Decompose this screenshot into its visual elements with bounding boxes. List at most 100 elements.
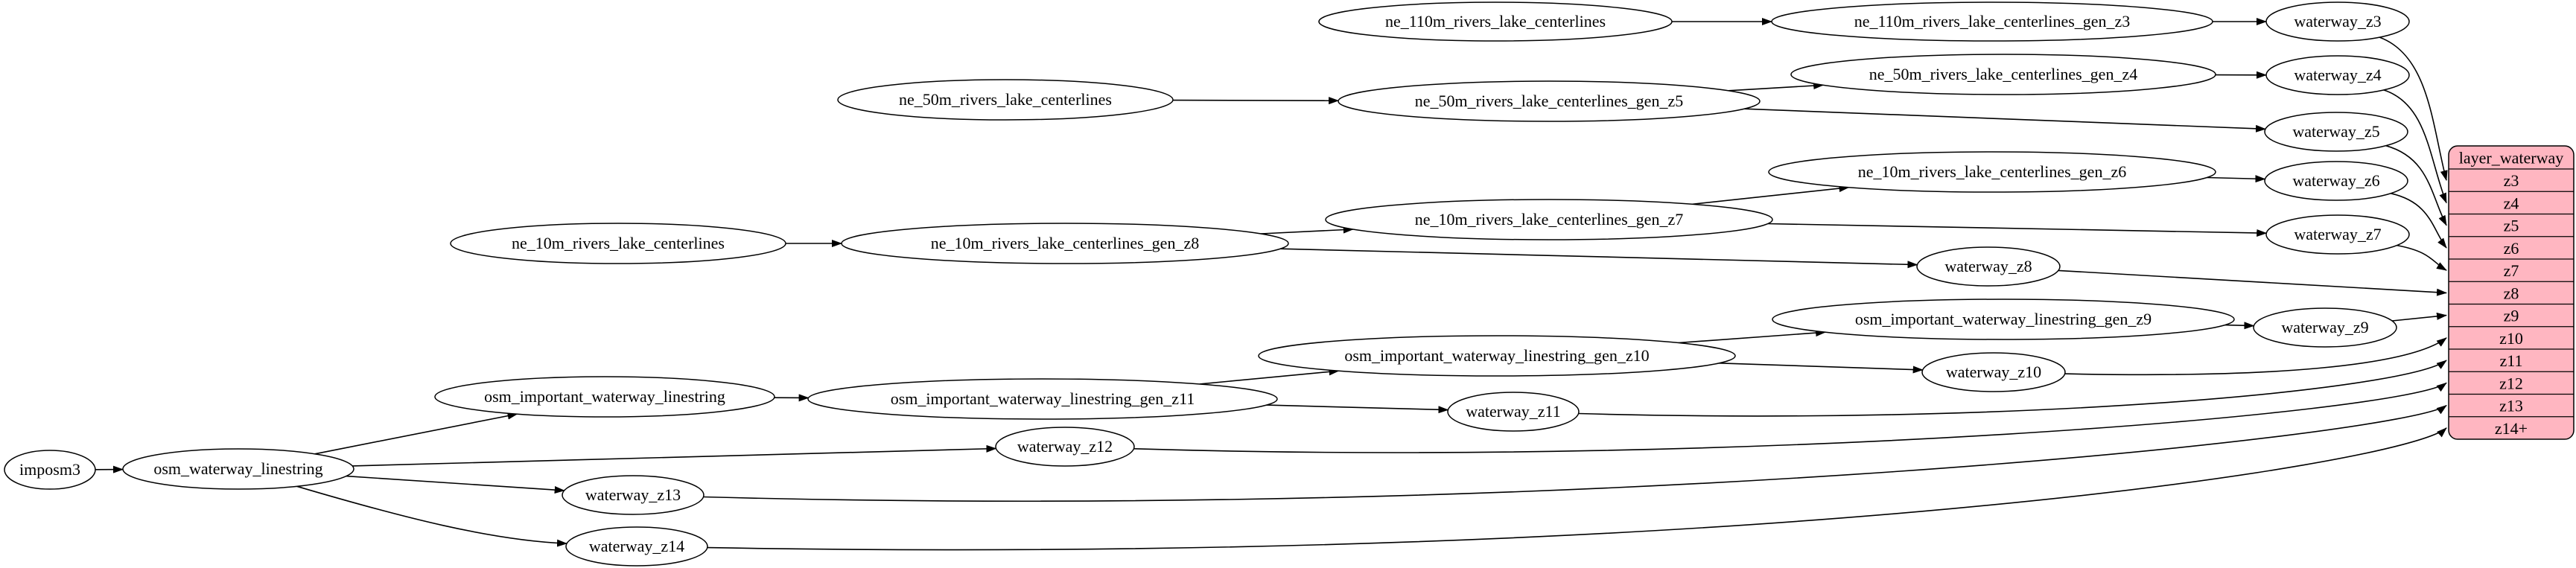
node-label-ne_10m_rivers_lake_centerlines: ne_10m_rivers_lake_centerlines — [512, 234, 725, 252]
node-waterway_z8: waterway_z8 — [1916, 246, 2061, 287]
node-ellipse-waterway_z10 — [1921, 352, 2066, 392]
node-label-waterway_z9: waterway_z9 — [2281, 318, 2368, 336]
node-osm_waterway_linestring: osm_waterway_linestring — [122, 448, 354, 490]
node-label-waterway_z3: waterway_z3 — [2294, 12, 2381, 31]
node-ne_10m_rivers_lake_centerlines_gen_z8: ne_10m_rivers_lake_centerlines_gen_z8 — [841, 223, 1289, 264]
node-waterway_z3: waterway_z3 — [2265, 1, 2410, 42]
node-label-waterway_z12: waterway_z12 — [1017, 437, 1113, 456]
table-row-z3: z3 — [2504, 171, 2519, 190]
node-ellipse-ne_110m_rivers_lake_centerlines_gen_z3 — [1771, 1, 2213, 42]
edge-ne_10m_rivers_lake_centerlines_gen_z6-to-waterway_z6 — [2207, 175, 2266, 183]
node-waterway_z6: waterway_z6 — [2264, 161, 2408, 201]
node-label-osm_waterway_linestring: osm_waterway_linestring — [153, 459, 322, 478]
node-ellipse-waterway_z4 — [2265, 55, 2410, 95]
edge-waterway_z5-to-layer_waterway:z5 — [2385, 144, 2447, 226]
node-label-ne_50m_rivers_lake_centerlines_gen_z5: ne_50m_rivers_lake_centerlines_gen_z5 — [1415, 92, 1683, 110]
table-row-z6: z6 — [2504, 239, 2519, 258]
edge-ne_10m_rivers_lake_centerlines_gen_z7-to-ne_10m_rivers_lake_centerlines_gen_z6 — [1692, 185, 1850, 205]
node-ellipse-osm_important_waterway_linestring_gen_z11 — [807, 378, 1278, 420]
edge-osm_important_waterway_linestring_gen_z9-to-waterway_z9 — [2224, 322, 2255, 330]
node-ellipse-osm_waterway_linestring — [122, 448, 354, 490]
table-layer-waterway: layer_waterwayz3z4z5z6z7z8z9z10z11z12z13… — [2448, 145, 2575, 440]
node-ellipse-waterway_z12 — [995, 427, 1135, 467]
node-label-ne_110m_rivers_lake_centerlines_gen_z3: ne_110m_rivers_lake_centerlines_gen_z3 — [1854, 12, 2131, 31]
node-label-waterway_z10: waterway_z10 — [1946, 363, 2041, 381]
node-ellipse-waterway_z11 — [1447, 392, 1580, 432]
node-label-ne_10m_rivers_lake_centerlines_gen_z7: ne_10m_rivers_lake_centerlines_gen_z7 — [1415, 210, 1683, 229]
table-row-z14+: z14+ — [2495, 419, 2528, 438]
edge-waterway_z10-to-layer_waterway:z10 — [2064, 337, 2447, 376]
node-label-imposm3: imposm3 — [19, 460, 80, 479]
node-layer: imposm3 osm_waterway_linestring osm_import… — [4, 1, 2410, 567]
node-label-waterway_z7: waterway_z7 — [2294, 225, 2381, 243]
table-row-z12: z12 — [2499, 374, 2523, 392]
table-row-z5: z5 — [2504, 217, 2519, 235]
edge-ne_10m_rivers_lake_centerlines_gen_z8-to-ne_10m_rivers_lake_centerlines_gen_z7 — [1261, 226, 1354, 234]
edge-ne_10m_rivers_lake_centerlines_gen_z7-to-waterway_z7 — [1767, 223, 2268, 237]
node-ne_10m_rivers_lake_centerlines: ne_10m_rivers_lake_centerlines — [450, 223, 786, 264]
edge-osm_waterway_linestring-to-waterway_z14 — [296, 485, 567, 547]
node-waterway_z14: waterway_z14 — [565, 526, 708, 567]
node-label-ne_50m_rivers_lake_centerlines_gen_z4: ne_50m_rivers_lake_centerlines_gen_z4 — [1869, 65, 2137, 83]
node-osm_important_waterway_linestring_gen_z9: osm_important_waterway_linestring_gen_z9 — [1772, 299, 2235, 340]
table-row-z13: z13 — [2499, 397, 2523, 415]
edge-waterway_z6-to-layer_waterway:z6 — [2391, 193, 2447, 249]
table-row-z8: z8 — [2504, 284, 2519, 302]
node-osm_important_waterway_linestring_gen_z11: osm_important_waterway_linestring_gen_z1… — [807, 378, 1278, 420]
node-osm_important_waterway_linestring: osm_important_waterway_linestring — [434, 376, 775, 418]
node-ellipse-waterway_z7 — [2265, 214, 2410, 255]
node-waterway_z13: waterway_z13 — [562, 475, 705, 515]
node-ellipse-osm_important_waterway_linestring_gen_z9 — [1772, 299, 2235, 340]
node-ne_50m_rivers_lake_centerlines: ne_50m_rivers_lake_centerlines — [837, 79, 1174, 121]
node-label-osm_important_waterway_linestring_gen_z10: osm_important_waterway_linestring_gen_z1… — [1344, 346, 1649, 365]
edge-layer — [95, 18, 2448, 551]
table-row-z4: z4 — [2504, 194, 2519, 212]
edge-waterway_z8-to-layer_waterway:z8 — [2058, 269, 2447, 296]
node-ellipse-waterway_z8 — [1916, 246, 2061, 287]
edge-ne_50m_rivers_lake_centerlines-to-ne_50m_rivers_lake_centerlines_gen_z5 — [1172, 97, 1340, 105]
node-ellipse-imposm3 — [4, 450, 96, 490]
table-row-z7: z7 — [2504, 261, 2519, 280]
node-label-waterway_z4: waterway_z4 — [2294, 66, 2381, 84]
node-ellipse-waterway_z6 — [2264, 161, 2408, 201]
node-label-waterway_z14: waterway_z14 — [589, 537, 684, 555]
node-waterway_z10: waterway_z10 — [1921, 352, 2066, 392]
edge-osm_waterway_linestring-to-osm_important_waterway_linestring — [314, 412, 518, 455]
edge-waterway_z11-to-layer_waterway:z11 — [1578, 360, 2447, 417]
table-body — [2448, 145, 2575, 440]
node-ellipse-ne_50m_rivers_lake_centerlines — [837, 79, 1174, 121]
node-label-osm_important_waterway_linestring_gen_z11: osm_important_waterway_linestring_gen_z1… — [891, 389, 1195, 408]
node-osm_important_waterway_linestring_gen_z10: osm_important_waterway_linestring_gen_z1… — [1258, 335, 1736, 377]
node-ellipse-osm_important_waterway_linestring_gen_z10 — [1258, 335, 1736, 377]
table-row-z10: z10 — [2499, 329, 2523, 348]
node-ellipse-ne_50m_rivers_lake_centerlines_gen_z4 — [1790, 54, 2216, 95]
table-title: layer_waterway — [2459, 149, 2563, 167]
node-label-waterway_z11: waterway_z11 — [1466, 402, 1560, 421]
edge-waterway_z13-to-layer_waterway:z13 — [703, 404, 2447, 502]
edge-osm_waterway_linestring-to-waterway_z13 — [346, 475, 565, 494]
edge-ne_50m_rivers_lake_centerlines_gen_z5-to-ne_50m_rivers_lake_centerlines_gen_z4 — [1728, 82, 1825, 92]
node-waterway_z5: waterway_z5 — [2264, 112, 2408, 152]
edge-ne_10m_rivers_lake_centerlines_gen_z8-to-waterway_z8 — [1280, 248, 1918, 269]
node-ellipse-waterway_z5 — [2264, 112, 2408, 152]
node-ne_10m_rivers_lake_centerlines_gen_z7: ne_10m_rivers_lake_centerlines_gen_z7 — [1325, 199, 1773, 240]
edge-waterway_z12-to-layer_waterway:z12 — [1133, 382, 2447, 453]
node-ellipse-ne_10m_rivers_lake_centerlines_gen_z8 — [841, 223, 1289, 264]
node-imposm3: imposm3 — [4, 450, 96, 490]
node-ne_110m_rivers_lake_centerlines: ne_110m_rivers_lake_centerlines — [1318, 1, 1673, 42]
node-ne_50m_rivers_lake_centerlines_gen_z4: ne_50m_rivers_lake_centerlines_gen_z4 — [1790, 54, 2216, 95]
edge-waterway_z14-to-layer_waterway:z14+ — [707, 427, 2447, 551]
node-ne_110m_rivers_lake_centerlines_gen_z3: ne_110m_rivers_lake_centerlines_gen_z3 — [1771, 1, 2213, 42]
node-ne_50m_rivers_lake_centerlines_gen_z5: ne_50m_rivers_lake_centerlines_gen_z5 — [1338, 80, 1761, 122]
edge-osm_important_waterway_linestring_gen_z11-to-osm_important_waterway_linestring_gen_z10 — [1199, 368, 1340, 385]
node-ellipse-ne_10m_rivers_lake_centerlines_gen_z6 — [1768, 151, 2216, 193]
node-label-ne_10m_rivers_lake_centerlines_gen_z6: ne_10m_rivers_lake_centerlines_gen_z6 — [1858, 162, 2126, 181]
node-waterway_z12: waterway_z12 — [995, 427, 1135, 467]
node-label-ne_10m_rivers_lake_centerlines_gen_z8: ne_10m_rivers_lake_centerlines_gen_z8 — [931, 234, 1199, 252]
node-label-ne_50m_rivers_lake_centerlines: ne_50m_rivers_lake_centerlines — [899, 90, 1112, 109]
node-ne_10m_rivers_lake_centerlines_gen_z6: ne_10m_rivers_lake_centerlines_gen_z6 — [1768, 151, 2216, 193]
node-ellipse-waterway_z3 — [2265, 1, 2410, 42]
edge-waterway_z7-to-layer_waterway:z7 — [2397, 244, 2447, 271]
